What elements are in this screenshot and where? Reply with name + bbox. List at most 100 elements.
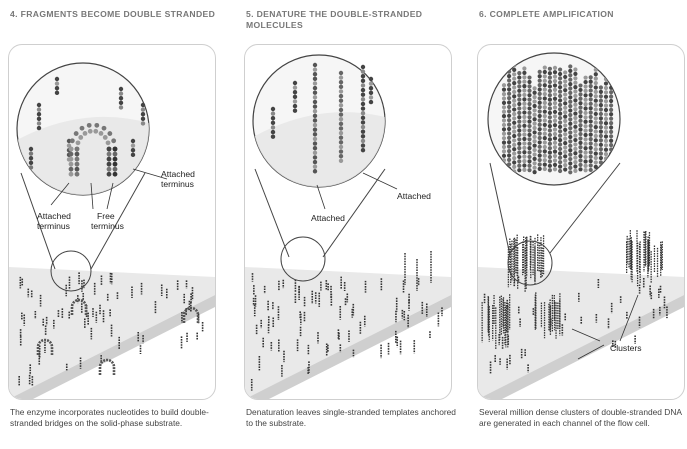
bead xyxy=(312,169,318,174)
bead xyxy=(532,139,537,144)
bead xyxy=(542,144,547,150)
bead xyxy=(542,140,547,145)
bead xyxy=(593,125,598,130)
bead xyxy=(547,101,552,107)
bead xyxy=(573,71,578,76)
bead xyxy=(578,105,583,110)
bead xyxy=(578,136,583,141)
bead xyxy=(368,81,374,86)
bead xyxy=(338,84,344,90)
bead xyxy=(501,83,507,88)
bead xyxy=(573,137,578,143)
bead xyxy=(512,89,517,95)
bead xyxy=(312,95,318,100)
bead xyxy=(532,134,537,139)
bead xyxy=(609,90,614,95)
bead xyxy=(292,85,298,90)
bead xyxy=(532,103,537,109)
bead xyxy=(312,127,318,132)
zoom-source-circle xyxy=(50,250,92,292)
zoom-source-circle xyxy=(507,240,553,286)
bead xyxy=(292,94,298,100)
bead xyxy=(501,149,507,154)
bead xyxy=(360,111,366,116)
bead xyxy=(507,96,512,101)
bead xyxy=(527,119,532,124)
bead xyxy=(542,100,547,105)
bead xyxy=(578,87,583,93)
bead xyxy=(593,164,598,169)
bead xyxy=(558,138,563,143)
bead xyxy=(517,97,522,102)
bead xyxy=(312,113,318,119)
bead xyxy=(552,131,558,137)
bead xyxy=(568,134,573,140)
bead xyxy=(588,119,593,124)
bead xyxy=(552,145,558,150)
arrow-free-1 xyxy=(90,182,94,210)
bead xyxy=(552,101,558,106)
bead xyxy=(598,116,603,121)
bead xyxy=(292,80,298,86)
bead xyxy=(28,151,34,156)
bead xyxy=(532,161,537,166)
bead xyxy=(609,134,614,139)
bead xyxy=(598,142,603,147)
illustration-card: Attached terminus Free terminus Attached… xyxy=(8,44,216,400)
bead xyxy=(522,110,527,115)
bead xyxy=(338,121,344,127)
bead xyxy=(558,133,563,138)
bead xyxy=(563,123,568,128)
bead xyxy=(573,115,578,121)
bead xyxy=(537,149,542,154)
bead xyxy=(578,114,583,119)
bead xyxy=(54,90,60,96)
bead xyxy=(552,167,558,172)
bridge-bead xyxy=(93,128,99,134)
bead xyxy=(568,117,573,122)
bead xyxy=(360,138,366,144)
bead xyxy=(522,158,527,164)
bead xyxy=(512,67,517,72)
bead xyxy=(542,91,547,97)
bead xyxy=(501,100,507,105)
bead xyxy=(36,102,42,108)
label-attached-right: Attached xyxy=(397,191,431,201)
bead xyxy=(568,77,573,82)
bead xyxy=(598,120,603,125)
bead xyxy=(360,147,366,153)
bead xyxy=(368,95,374,100)
bead xyxy=(552,127,558,132)
magnified-strands xyxy=(270,62,374,174)
bead xyxy=(552,78,558,84)
bead xyxy=(507,135,512,140)
amplification-illustration: Clusters xyxy=(478,52,684,399)
bead xyxy=(522,145,527,150)
bead xyxy=(338,89,344,94)
bead xyxy=(552,105,558,110)
bridge-bead xyxy=(86,122,92,128)
magnified-strands xyxy=(28,76,146,177)
bead xyxy=(563,74,568,80)
bead xyxy=(537,96,542,101)
flow-cell-edge xyxy=(245,295,451,399)
bead xyxy=(527,150,532,155)
bead xyxy=(568,148,573,153)
zoom-line-right xyxy=(322,168,386,258)
bead xyxy=(140,112,146,117)
bead xyxy=(603,85,609,91)
bead xyxy=(609,112,614,117)
bead xyxy=(360,92,366,97)
bead xyxy=(547,71,552,76)
bead xyxy=(501,166,507,172)
panel-fragments-double-stranded: 4. FRAGMENTS BECOME DOUBLE STRANDED Atta… xyxy=(0,0,222,449)
bead xyxy=(568,108,573,113)
bead xyxy=(563,101,568,106)
bead xyxy=(106,146,112,152)
bead xyxy=(512,116,517,121)
bead xyxy=(609,116,614,121)
bead xyxy=(507,78,512,83)
label-free-terminus: terminus xyxy=(91,221,124,231)
bead xyxy=(603,138,609,143)
bead xyxy=(573,67,578,72)
